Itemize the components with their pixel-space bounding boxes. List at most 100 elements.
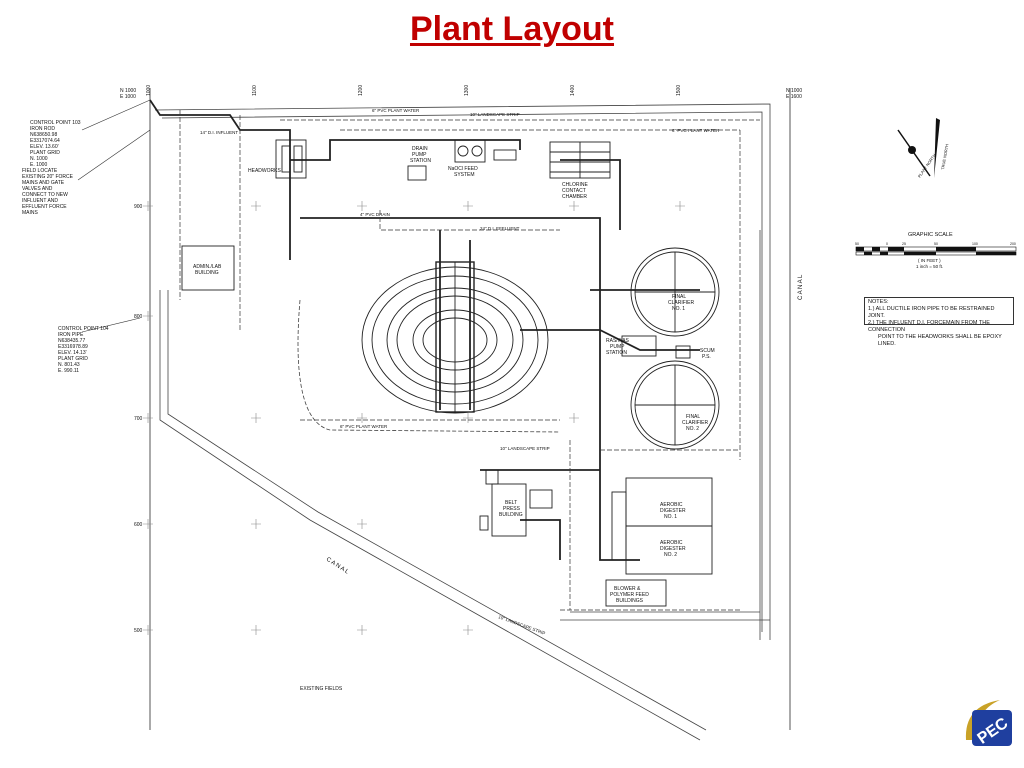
- svg-text:CONNECT TO NEW: CONNECT TO NEW: [22, 192, 68, 198]
- canal-label-south: C A N A L: [325, 557, 350, 576]
- field-locate-note: FIELD LOCATE EXISTING 20" FORCE MAINS AN…: [22, 168, 74, 216]
- scale-units: ( IN FEET ): [918, 258, 941, 263]
- svg-text:CHAMBER: CHAMBER: [562, 194, 587, 200]
- svg-text:ELEV. 13.60': ELEV. 13.60': [30, 144, 59, 150]
- drain-pump-station-label: DRAIN PUMP STATION: [410, 146, 431, 164]
- svg-text:E. 1000: E. 1000: [30, 162, 47, 168]
- easting-1500: 1500: [676, 85, 682, 96]
- page-title: Plant Layout: [409, 10, 615, 48]
- svg-text:BUILDINGS: BUILDINGS: [616, 598, 644, 604]
- final-clarifier-2: [630, 360, 720, 450]
- svg-text:VALVES AND: VALVES AND: [22, 186, 53, 192]
- svg-text:24" D.I. EFFLUENT: 24" D.I. EFFLUENT: [480, 226, 520, 231]
- svg-text:CHLORINE: CHLORINE: [562, 182, 589, 188]
- northing-600: 600: [134, 522, 143, 528]
- svg-text:100: 100: [972, 242, 978, 246]
- northing-800: 800: [134, 314, 143, 320]
- scale-ratio: 1 inch = 50 ft.: [916, 264, 943, 269]
- svg-text:P.S.: P.S.: [702, 354, 711, 360]
- belt-press-label: BELT PRESS BUILDING: [499, 500, 523, 518]
- canal-label-east: C A N A L: [798, 274, 804, 300]
- svg-text:CLARIFIER: CLARIFIER: [682, 420, 709, 426]
- svg-text:N638435.77: N638435.77: [58, 338, 85, 344]
- easting-1200: 1200: [358, 85, 364, 96]
- svg-text:PUMP: PUMP: [412, 152, 427, 158]
- easting-1400: 1400: [570, 85, 576, 96]
- svg-text:FINAL: FINAL: [672, 294, 686, 300]
- svg-text:25: 25: [902, 242, 906, 246]
- admin-lab-building: [181, 245, 235, 291]
- svg-text:MAINS: MAINS: [22, 210, 39, 216]
- corner-left-e: E 1000: [120, 94, 136, 100]
- svg-text:CONTROL POINT 104: CONTROL POINT 104: [58, 326, 109, 332]
- svg-text:IRON PIPE: IRON PIPE: [58, 332, 84, 338]
- svg-text:6" PVC PLANT WATER: 6" PVC PLANT WATER: [372, 108, 420, 113]
- grid-crosses: [143, 201, 685, 635]
- northing-500: 500: [134, 628, 143, 634]
- blower-building-label: BLOWER & POLYMER FEED BUILDINGS: [610, 586, 649, 604]
- svg-text:NO. 2: NO. 2: [686, 426, 699, 432]
- leader-lines: [77, 99, 151, 333]
- existing-fields-label: EXISTING FIELDS: [300, 686, 343, 692]
- notes-heading: NOTES:: [868, 299, 889, 305]
- svg-text:E. 990.11: E. 990.11: [58, 368, 79, 374]
- pec-logo: PEC: [965, 700, 1012, 748]
- true-north-arrow-icon: [934, 118, 940, 178]
- svg-text:ELEV. 14.13': ELEV. 14.13': [58, 350, 87, 356]
- svg-text:EFFLUENT FORCE: EFFLUENT FORCE: [22, 204, 67, 210]
- svg-text:PLANT GRID: PLANT GRID: [58, 356, 88, 362]
- svg-text:NO. 1: NO. 1: [664, 514, 677, 520]
- svg-text:PLANT GRID: PLANT GRID: [30, 150, 60, 156]
- drain-pump-station: [407, 165, 427, 181]
- svg-text:BUILDING: BUILDING: [499, 512, 523, 518]
- site-boundary: [154, 103, 771, 741]
- svg-text:ADMIN./LAB: ADMIN./LAB: [193, 264, 222, 270]
- aerobic-digesters: [611, 477, 713, 575]
- chlorine-contact-label: CHLORINE CONTACT CHAMBER: [562, 182, 589, 200]
- svg-text:CONTACT: CONTACT: [562, 188, 586, 194]
- grid-northings: 900 800 700 600 500: [134, 204, 143, 634]
- pipe-labels: 6" PVC PLANT WATER 10" LANDSCAPE STRIP 6…: [200, 108, 720, 636]
- svg-text:AEROBIC: AEROBIC: [660, 502, 683, 508]
- svg-text:STATION: STATION: [606, 350, 627, 356]
- aerobic-digester-1-label: AEROBIC DIGESTER NO. 1: [660, 502, 686, 520]
- corner-right-e: E 1600: [786, 94, 802, 100]
- svg-text:6" PVC PLANT WATER: 6" PVC PLANT WATER: [340, 424, 388, 429]
- note-2-cont: POINT TO THE HEADWORKS SHALL BE EPOXY LI…: [878, 334, 1002, 347]
- aerobic-digester-2-label: AEROBIC DIGESTER NO. 2: [660, 540, 686, 558]
- svg-text:FINAL: FINAL: [686, 414, 700, 420]
- svg-text:PUMP: PUMP: [610, 344, 625, 350]
- corner-right-n: N 1000: [786, 88, 802, 94]
- northing-900: 900: [134, 204, 143, 210]
- headworks-label: HEADWORKS: [248, 168, 281, 174]
- final-clarifier-1-label: FINAL CLARIFIER NO. 1: [668, 294, 695, 312]
- svg-text:INFLUENT AND: INFLUENT AND: [22, 198, 58, 204]
- svg-text:PRESS: PRESS: [503, 506, 521, 512]
- svg-text:N. 1000: N. 1000: [30, 156, 48, 162]
- svg-text:CLARIFIER: CLARIFIER: [668, 300, 695, 306]
- scum-pump-station: [675, 345, 691, 359]
- belt-press-building: [479, 469, 553, 537]
- scale-title: GRAPHIC SCALE: [908, 232, 953, 238]
- svg-text:N. 801.43: N. 801.43: [58, 362, 80, 368]
- svg-text:AEROBIC: AEROBIC: [660, 540, 683, 546]
- svg-text:POLYMER FEED: POLYMER FEED: [610, 592, 649, 598]
- naocl-feed-system: [454, 139, 517, 163]
- easting-1000: 1000: [146, 85, 152, 96]
- grid-corner-labels: N 1000 E 1000 N 1000 E 1600: [120, 88, 802, 100]
- admin-lab-label: ADMIN./LAB BUILDING: [193, 264, 222, 276]
- svg-text:TRUE NORTH: TRUE NORTH: [940, 143, 949, 170]
- utility-lines: [179, 110, 760, 611]
- svg-text:BUILDING: BUILDING: [195, 270, 219, 276]
- scum-label: SCUM P.S.: [700, 348, 715, 360]
- svg-text:E3317074.64: E3317074.64: [30, 138, 60, 144]
- headworks: [275, 139, 307, 179]
- svg-text:10" LANDSCAPE STRIP: 10" LANDSCAPE STRIP: [498, 614, 546, 636]
- pipelines: [149, 99, 700, 561]
- svg-text:PLANT NORTH: PLANT NORTH: [917, 153, 937, 179]
- easting-1300: 1300: [464, 85, 470, 96]
- ras-was-label: RAS/WAS PUMP STATION: [606, 338, 630, 356]
- svg-text:CONTROL POINT 103: CONTROL POINT 103: [30, 120, 81, 126]
- svg-text:N638650.98: N638650.98: [30, 132, 57, 138]
